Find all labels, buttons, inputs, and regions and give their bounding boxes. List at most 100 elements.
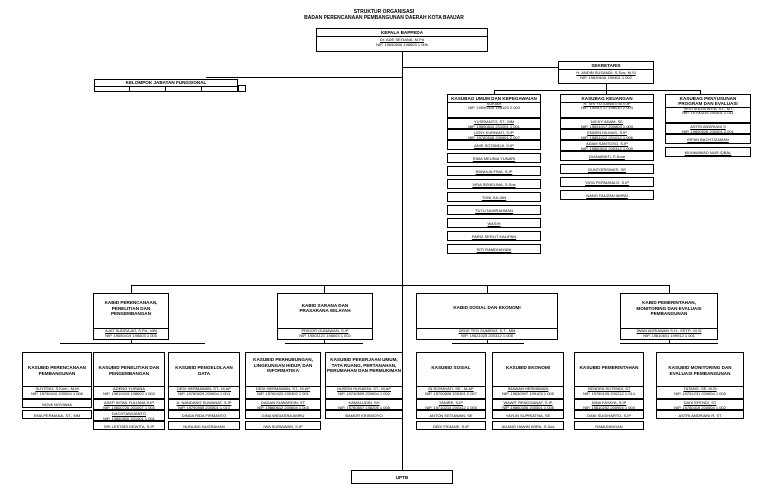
kepala-title: KEPALA BAPPEDA: [380, 30, 424, 35]
kasubid-staff-name: NOVA NOVIANA: [42, 401, 72, 407]
kasubid-divider: [493, 386, 563, 387]
kabid-title-line: PENGEMBANGAN: [110, 311, 152, 316]
kasubid-title: KASUBID MONITORING DAN EVALUASI PEMBANGU…: [668, 365, 732, 376]
sekretaris-title: SEKRETARIS: [591, 63, 621, 68]
kasubid-nip: NIP. 19630907 199103 1 005: [502, 391, 554, 396]
penyusunan-nip: NIP. 19790319 200501 2 011: [682, 110, 734, 115]
kasubid-name: IMAWAN HERMAWAN: [507, 386, 549, 391]
penyusunan-title-2: PROGRAM DAN EVALUASI: [678, 101, 738, 106]
kabid-drop-1: [131, 285, 132, 293]
kasubid-staff-nip: NIP. 19860306 200501 1 008: [502, 404, 554, 410]
kabid-box: KABID PEMERINTAHAN,MONITORING DAN EVALUA…: [620, 293, 718, 340]
kasubid-branch-2-v: [324, 340, 325, 343]
chart-title: STRUKTUR ORGANISASI: [353, 9, 415, 15]
kasubid-staff-name: KAMALUDIN, SH: [348, 400, 380, 405]
kasubid-divider: [246, 386, 320, 387]
umum-staff-row: VIRA RENELINA, S.Sos: [447, 179, 541, 189]
kasubid-header-box: KASUBID PERHUBUNGAN, LINGKUNGAN HIDUP, D…: [245, 352, 321, 399]
penyusunan-staff-row: IRFAN BACHTIZAMAN: [665, 134, 751, 144]
fungsional-extension: [238, 85, 246, 92]
kabid-title-line: PENELITIAN DAN: [111, 305, 151, 311]
penyusunan-staff-row: MUHAMMAD NUR IQBAL: [665, 147, 751, 157]
kasubid-staff-nip: NIP. 19760607 198206 1 006: [338, 404, 390, 410]
kasubid-staff-name: ASTRI ANDRIANI R, ST: [678, 412, 722, 418]
keuangan-staff-name: NICKY ADAM, SE: [590, 119, 624, 124]
keuangan-staff-nip: NIP. 19860610 200312 1 005: [581, 145, 633, 151]
kasubid-name: SUYITNO, S.Kom., M.M: [35, 386, 79, 391]
kasubid-header-box: KASUBID PEKERJAAN UMUM, TATA RUANG, PERT…: [325, 352, 403, 399]
kabid-divider: [417, 328, 557, 329]
kabid-divider: [278, 328, 372, 329]
kasubid-staff-name: NINA FAYAYA, S.IP: [591, 400, 627, 405]
penyusunan-staff-name: IRFAN BACHTIZAMAN: [687, 137, 729, 142]
umum-name: SUKIAH: [486, 101, 502, 106]
kasubid-title: KASUBID SOSIAL: [431, 365, 471, 370]
umum-staff-name: ANIS SOTANDJI, S.IP: [474, 143, 514, 148]
kasubid-staff-name: WAWIT RENGGANAT, S.IP: [503, 400, 553, 405]
keuangan-divider: [561, 102, 653, 103]
penyusunan-divider: [666, 107, 750, 108]
keuangan-staff-nip: NIP. 19851012 201012 1 006: [581, 134, 633, 140]
kasubid-staff-name: ADANG HANIM WIRA, S.Sos: [501, 423, 555, 429]
kasubid-staff-name: EMA PERMANA, ST., MM: [33, 412, 81, 418]
kasubid-staff-name: YAYUN SUPRIATNA, SE: [505, 412, 551, 418]
kasubid-branch-1-v: [131, 340, 132, 343]
kepala-nip: NIP. 19650606 198603 1 006: [376, 42, 428, 47]
kasubid-staff-row: DINDA RIDA FIRMANTO: [168, 410, 240, 419]
kabid-title-line: KABID SOSIAL DAN EKONOMI: [453, 305, 521, 310]
keuangan-staff-name: DIANAWATI, S.Kom: [589, 154, 625, 159]
kabid-title-line: KABID PERENCANAAN,: [104, 300, 158, 305]
umum-nip: NIP. 19590410 198103 2 003: [468, 105, 520, 110]
kabid-title-line: KABID PEMERINTAHAN,: [642, 300, 696, 305]
umum-staff-row: RIMA MEUNIA YUNARI: [447, 153, 541, 163]
kasubid-nip: NIP. 19760105 200212 1 014: [583, 391, 635, 396]
umum-staff-name: SITI RAMDHAYANI: [476, 247, 512, 252]
umum-staff-row: WASIH: [447, 218, 541, 228]
kasubid-divider: [417, 386, 485, 387]
sekretariat-drop-1: [494, 90, 495, 94]
kasubid-name: DEDI HERMAWAN, ST., M.AP: [176, 386, 232, 391]
kasubid-staff-name: DINDA RIDA FIRMANTO: [181, 412, 227, 418]
umum-staff-name: YUSRIANTO, ST., MM: [473, 119, 515, 124]
umum-staff-row: TUTU NUHRAHMAN: [447, 205, 541, 215]
kasubid-nip: NIP. 19740509 200604 1 002: [338, 391, 390, 396]
kasubid-staff-row: EMA PERMANA, ST., MM: [22, 410, 92, 419]
penyusunan-staff-name: MUHAMMAD NUR IQBAL: [684, 150, 732, 155]
kasubid-staff-nip: NIP. 19800726 201007 1 003: [103, 404, 155, 410]
keuangan-staff-name: ENDEN DILMAS, S.IP: [587, 130, 627, 135]
kasubid-staff-row: ADANG HANIM WIRA, S.Sos: [492, 421, 564, 430]
kabid-name: PRIDOR GUNAWAN, S.IP: [301, 328, 349, 333]
kasubid-staff-name: TANIRE, S.IP: [438, 400, 464, 405]
fungsional-title: KELOMPOK JABATAN FUNGSIONAL: [125, 80, 207, 85]
kasubid-divider: [94, 386, 164, 387]
keuangan-title-1: KASUBAG KEUANGAN: [581, 96, 633, 101]
kasubid-staff-row: DANI SUGIHARTO, S.IP: [574, 410, 644, 419]
kasubid-staff-row: GINA WIDIASRA AMRU: [245, 410, 321, 419]
kasubid-title: KASUBID EKONOMI: [505, 365, 551, 370]
kasubid-nip: NIP. 19760420 200302 1 001: [257, 391, 309, 396]
kabid-branch-h: [131, 285, 669, 286]
keuangan-staff-row: NANG FAUZAN AMPAI: [560, 190, 654, 200]
kasubid-staff-nip: NIP. 19710214 200312 1 005: [425, 404, 477, 410]
kabid-drop-3: [487, 285, 488, 293]
keuangan-staff-name: NANG FAUZAN AMPAI: [586, 193, 628, 198]
umum-staff-name: RIMA MEUNIA YUNARI: [472, 156, 516, 161]
penyusunan-staff-nip: NIP. 19850526 200901 2 001: [682, 128, 734, 134]
kasubid-staff-nip: NIP. 19860806 201001 1 001: [103, 415, 155, 421]
kasubid-staff-name: ANTON SETIAWAN, SE: [429, 412, 473, 418]
kabid-name: AJAT SUDRAJAT, S.Pd., MM: [105, 328, 157, 333]
kabid-box: KABID SOSIAL DAN EKONOMI DEDE TEO SUMIRAT…: [416, 293, 558, 340]
umum-staff-name: VIRA RENELINA, S.Sos: [472, 182, 516, 187]
kabid-name: DEDE TEO SUMIRAT, S.T., MM: [458, 328, 516, 333]
kasubid-name: TATANG, SE, M.Si: [683, 386, 717, 391]
kabid-name: IWAN ADRIAWAN S.H., SSTP., M.Si: [636, 328, 702, 333]
kabid-divider: [94, 328, 168, 329]
